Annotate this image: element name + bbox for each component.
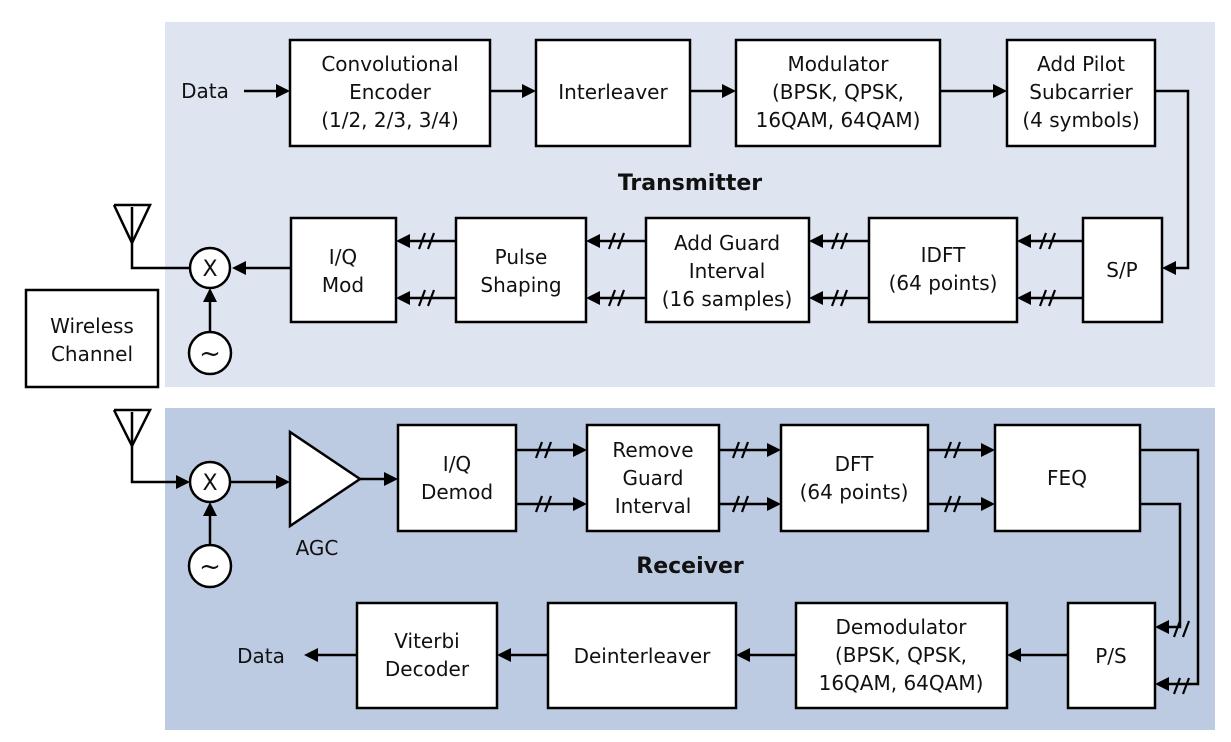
idft-label-line1: IDFT (921, 243, 966, 267)
demodulator-block: Demodulator (BPSK, QPSK, 16QAM, 64QAM) (794, 601, 1009, 710)
remove-guard-label-line2: Guard (623, 466, 684, 490)
guard-label-line1: Add Guard (674, 231, 780, 255)
viterbi-decoder-block: Viterbi Decoder (355, 601, 499, 710)
encoder-label-line3: (1/2, 2/3, 3/4) (321, 108, 459, 132)
remove-guard-interval-block: Remove Guard Interval (585, 423, 721, 533)
pulse-label-line2: Shaping (480, 273, 561, 297)
demodulator-label-line2: (BPSK, QPSK, (835, 643, 967, 667)
rx-mixer: X (188, 460, 232, 504)
add-guard-interval-block: Add Guard Interval (16 samples) (644, 216, 811, 324)
wireless-channel-block: Wireless Channel (24, 288, 160, 389)
guard-label-line2: Interval (689, 259, 766, 283)
agc-amplifier (288, 429, 363, 529)
tx-antenna-icon (112, 203, 152, 246)
demodulator-label-line3: 16QAM, 64QAM) (819, 671, 984, 695)
deinterleaver-block: Deinterleaver (546, 601, 738, 710)
ps-block: P/S (1066, 601, 1157, 710)
viterbi-label-line1: Viterbi (394, 629, 459, 653)
transmitter-title: Transmitter (618, 171, 762, 196)
guard-label-line3: (16 samples) (662, 287, 793, 311)
idft-label-line2: (64 points) (889, 271, 998, 295)
rx-data-output-label: Data (237, 644, 285, 668)
interleaver-label: Interleaver (558, 80, 668, 104)
channel-label-line1: Wireless (50, 314, 134, 338)
modulator-block: Modulator (BPSK, QPSK, 16QAM, 64QAM) (734, 38, 942, 148)
modulator-label-line1: Modulator (788, 52, 890, 76)
sp-label: S/P (1106, 258, 1138, 282)
demodulator-label-line1: Demodulator (836, 615, 968, 639)
add-pilot-block: Add Pilot Subcarrier (4 symbols) (1005, 38, 1157, 148)
encoder-label-line1: Convolutional (321, 52, 458, 76)
ps-label: P/S (1095, 644, 1127, 668)
feq-label: FEQ (1047, 466, 1087, 490)
iq-mod-block: I/Q Mod (289, 216, 398, 324)
channel-label-line2: Channel (51, 342, 133, 366)
viterbi-label-line2: Decoder (385, 657, 470, 681)
tx-oscillator: ~ (187, 330, 233, 376)
interleaver-block: Interleaver (534, 38, 692, 148)
modulator-label-line3: 16QAM, 64QAM) (756, 108, 921, 132)
pulse-label-line1: Pulse (495, 245, 548, 269)
pilot-label-line3: (4 symbols) (1022, 108, 1139, 132)
iqmod-label-line2: Mod (322, 273, 364, 297)
agc-label: AGC (296, 536, 339, 560)
iqdemod-label-line2: Demod (421, 480, 493, 504)
remove-guard-label-line1: Remove (612, 438, 693, 462)
rx-oscillator-symbol: ~ (199, 552, 221, 582)
dft-label-line2: (64 points) (800, 480, 909, 504)
deinterleaver-label: Deinterleaver (574, 644, 712, 668)
rx-mixer-symbol: X (202, 471, 217, 496)
receiver-title: Receiver (636, 554, 744, 579)
remove-guard-label-line3: Interval (615, 494, 692, 518)
modulator-label-line2: (BPSK, QPSK, (772, 80, 904, 104)
encoder-label-line2: Encoder (349, 80, 432, 104)
pulse-shaping-block: Pulse Shaping (454, 216, 588, 324)
idft-block: IDFT (64 points) (867, 216, 1019, 324)
rx-antenna-icon (112, 408, 153, 449)
sp-block: S/P (1081, 216, 1164, 324)
convolutional-encoder-block: Convolutional Encoder (1/2, 2/3, 3/4) (288, 38, 492, 148)
dft-label-line1: DFT (835, 452, 875, 476)
iq-demod-block: I/Q Demod (396, 423, 518, 533)
rx-oscillator: ~ (187, 543, 233, 589)
tx-oscillator-symbol: ~ (199, 339, 221, 369)
iqdemod-label-line1: I/Q (443, 452, 471, 476)
feq-block: FEQ (993, 423, 1142, 533)
pilot-label-line1: Add Pilot (1037, 52, 1125, 76)
pilot-label-line2: Subcarrier (1029, 80, 1133, 104)
iqmod-label-line1: I/Q (329, 245, 357, 269)
tx-data-input-label: Data (181, 79, 229, 103)
tx-mixer-symbol: X (202, 257, 217, 282)
tx-mixer: X (188, 246, 232, 290)
dft-block: DFT (64 points) (779, 423, 930, 533)
